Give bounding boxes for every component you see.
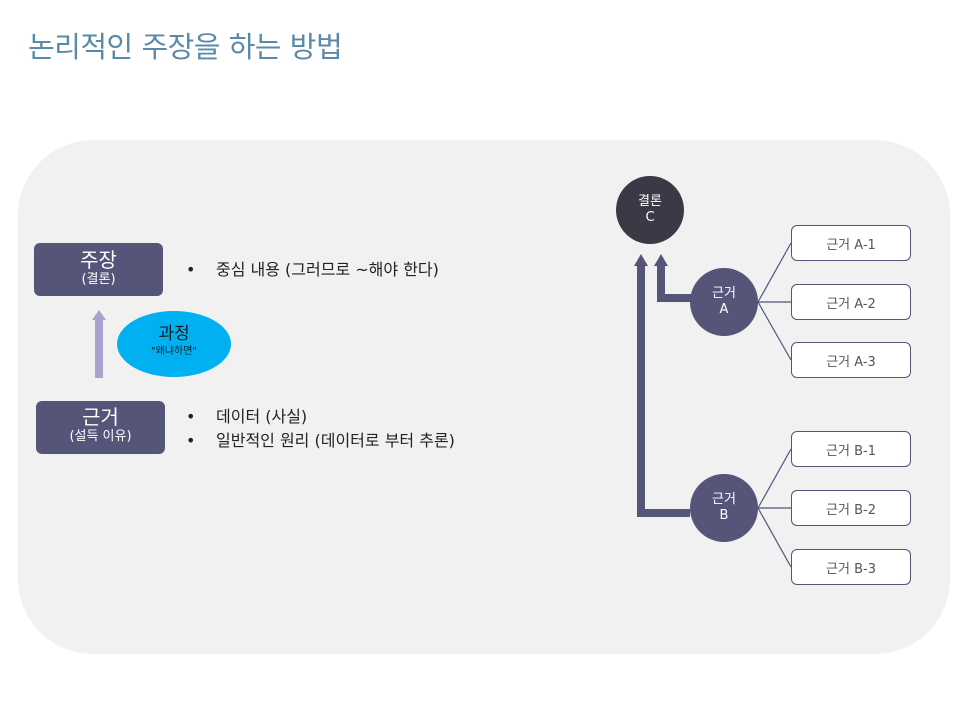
up-arrow-head (92, 310, 106, 320)
basis-label: 근거 (82, 405, 119, 429)
claim-label: 주장 (80, 248, 117, 272)
basis-b2-box: 근거 B-2 (791, 490, 911, 526)
basis-a2-box: 근거 A-2 (791, 284, 911, 320)
conclusion-c-node: 결론 C (616, 176, 684, 244)
bullet-icon: • (186, 407, 196, 426)
fan-line (757, 301, 792, 361)
basis-b1-box: 근거 B-1 (791, 431, 911, 467)
bullet-item: •데이터 (사실) (186, 405, 455, 429)
basis-b3-box: 근거 B-3 (791, 549, 911, 585)
fan-line (757, 448, 792, 509)
basis-box: 근거 (설득 이유) (36, 401, 165, 454)
process-sublabel: "왜냐하면" (151, 346, 197, 357)
claim-bullets: •중심 내용 (그러므로 ~해야 한다) (186, 258, 439, 282)
basis-a-node: 근거 A (690, 268, 758, 336)
basis-bullets: •데이터 (사실) •일반적인 원리 (데이터로 부터 추론) (186, 405, 455, 453)
bullet-item: •중심 내용 (그러므로 ~해야 한다) (186, 258, 439, 282)
bullet-icon: • (186, 260, 196, 279)
basis-sublabel: (설득 이유) (69, 429, 132, 444)
arrow-a-to-c (657, 266, 692, 302)
up-arrow-shaft (95, 320, 103, 378)
basis-b-node: 근거 B (690, 474, 758, 542)
claim-sublabel: (결론) (81, 272, 116, 287)
process-oval: 과정 "왜냐하면" (117, 311, 231, 377)
arrow-b-to-c (637, 266, 690, 517)
bullet-icon: • (186, 431, 196, 450)
arrow-b-head (634, 254, 648, 266)
process-label: 과정 (158, 324, 190, 344)
page-title: 논리적인 주장을 하는 방법 (28, 30, 343, 64)
claim-box: 주장 (결론) (34, 243, 163, 296)
fan-line (757, 242, 792, 303)
basis-a1-box: 근거 A-1 (791, 225, 911, 261)
arrow-a-head (654, 254, 668, 266)
fan-line (757, 507, 792, 568)
bullet-item: •일반적인 원리 (데이터로 부터 추론) (186, 429, 455, 453)
basis-a3-box: 근거 A-3 (791, 342, 911, 378)
